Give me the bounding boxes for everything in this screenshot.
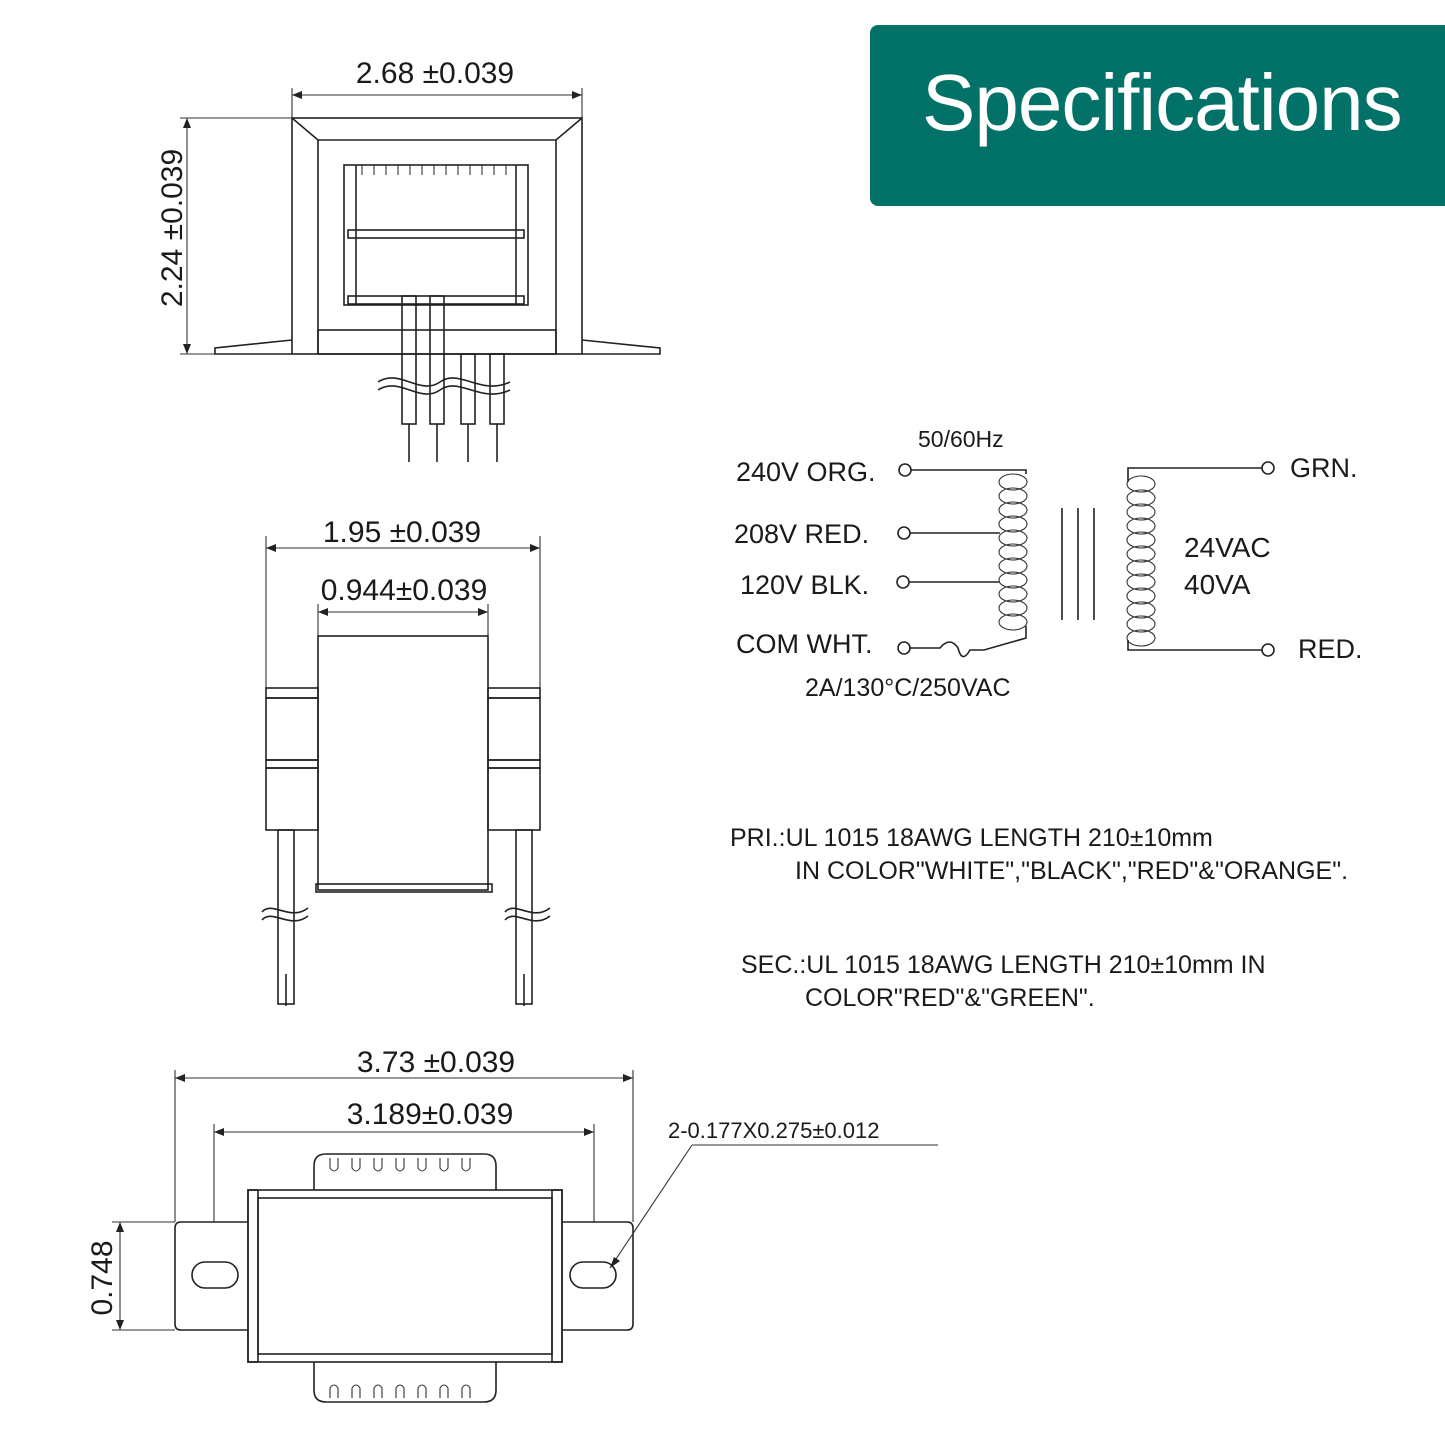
primary-tap-com: COM WHT. 2A/130°C/250VAC	[736, 626, 1027, 702]
primary-tap-208v: 208V RED.	[734, 519, 1000, 549]
side-view-outer-dimension: 1.95 ±0.039	[265, 516, 541, 690]
secondary-top-label: GRN.	[1290, 453, 1358, 483]
specifications-banner: Specifications	[870, 25, 1445, 206]
secondary-spec-line1: SEC.:UL 1015 18AWG LENGTH 210±10mm IN	[741, 951, 1266, 979]
top-view-coil-ticks	[361, 165, 507, 175]
side-view-inner-label: 0.944±0.039	[321, 574, 488, 607]
tap-208v-label: 208V RED.	[734, 519, 869, 549]
bottom-view-overall-label: 3.73 ±0.039	[357, 1046, 515, 1079]
side-view-transformer-body	[265, 635, 541, 893]
secondary-spec-line2: COLOR"RED"&"GREEN".	[805, 984, 1095, 1012]
primary-tap-240v: 240V ORG.	[736, 457, 1027, 487]
slot-callout-label: 2-0.177X0.275±0.012	[668, 1118, 879, 1143]
top-view-transformer-body	[214, 117, 661, 355]
bottom-view-transformer-body	[174, 1153, 634, 1403]
side-view-outer-label: 1.95 ±0.039	[323, 516, 481, 549]
tap-120v-label: 120V BLK.	[740, 570, 869, 600]
bottom-view-hole-spacing-label: 3.189±0.039	[347, 1098, 514, 1131]
page-title: Specifications	[922, 58, 1403, 147]
top-view-height-label: 2.24 ±0.039	[156, 149, 189, 307]
wiring-schematic: 50/60Hz 240V ORG. 208V RED. 120V BLK. CO…	[734, 426, 1363, 702]
frequency-label: 50/60Hz	[918, 426, 1004, 452]
secondary-winding: GRN. RED. 24VAC 40VA	[1126, 453, 1363, 664]
bottom-view: 3.73 ±0.039 3.189±0.039 0.748	[86, 1046, 938, 1403]
bottom-view-overall-dimension: 3.73 ±0.039	[174, 1046, 634, 1222]
side-view: 1.95 ±0.039 0.944±0.039	[261, 516, 551, 1006]
wire-specifications: PRI.:UL 1015 18AWG LENGTH 210±10mm IN CO…	[730, 824, 1348, 1012]
bottom-view-height-dimension: 0.748	[86, 1221, 175, 1331]
tap-com-label: COM WHT.	[736, 629, 872, 659]
bottom-view-coil-ticks	[329, 1158, 471, 1398]
slot-callout: 2-0.177X0.275±0.012	[609, 1118, 938, 1269]
fuse-label: 2A/130°C/250VAC	[805, 674, 1011, 702]
side-view-lead-wires	[261, 829, 551, 1006]
top-view: 2.68 ±0.039 2.24 ±0.039	[156, 57, 661, 462]
primary-tap-120v: 120V BLK.	[740, 570, 1000, 600]
primary-winding	[998, 473, 1028, 631]
top-view-width-label: 2.68 ±0.039	[356, 57, 514, 90]
bottom-view-height-label: 0.748	[86, 1240, 119, 1315]
bottom-view-hole-spacing-dimension: 3.189±0.039	[213, 1098, 595, 1270]
side-view-inner-dimension: 0.944±0.039	[317, 574, 489, 636]
tap-240v-label: 240V ORG.	[736, 457, 876, 487]
primary-spec-line2: IN COLOR"WHITE","BLACK","RED"&"ORANGE".	[795, 857, 1348, 885]
primary-spec-line1: PRI.:UL 1015 18AWG LENGTH 210±10mm	[730, 824, 1213, 852]
right-mounting-slot	[569, 1261, 617, 1289]
top-view-lead-wires	[377, 295, 511, 462]
left-mounting-slot	[191, 1261, 239, 1289]
output-voltage-label: 24VAC	[1184, 532, 1271, 563]
top-view-height-dimension: 2.24 ±0.039	[156, 117, 292, 355]
transformer-core	[1061, 508, 1095, 620]
secondary-bottom-label: RED.	[1298, 634, 1363, 664]
output-power-label: 40VA	[1184, 569, 1251, 600]
top-view-width-dimension: 2.68 ±0.039	[291, 57, 583, 120]
